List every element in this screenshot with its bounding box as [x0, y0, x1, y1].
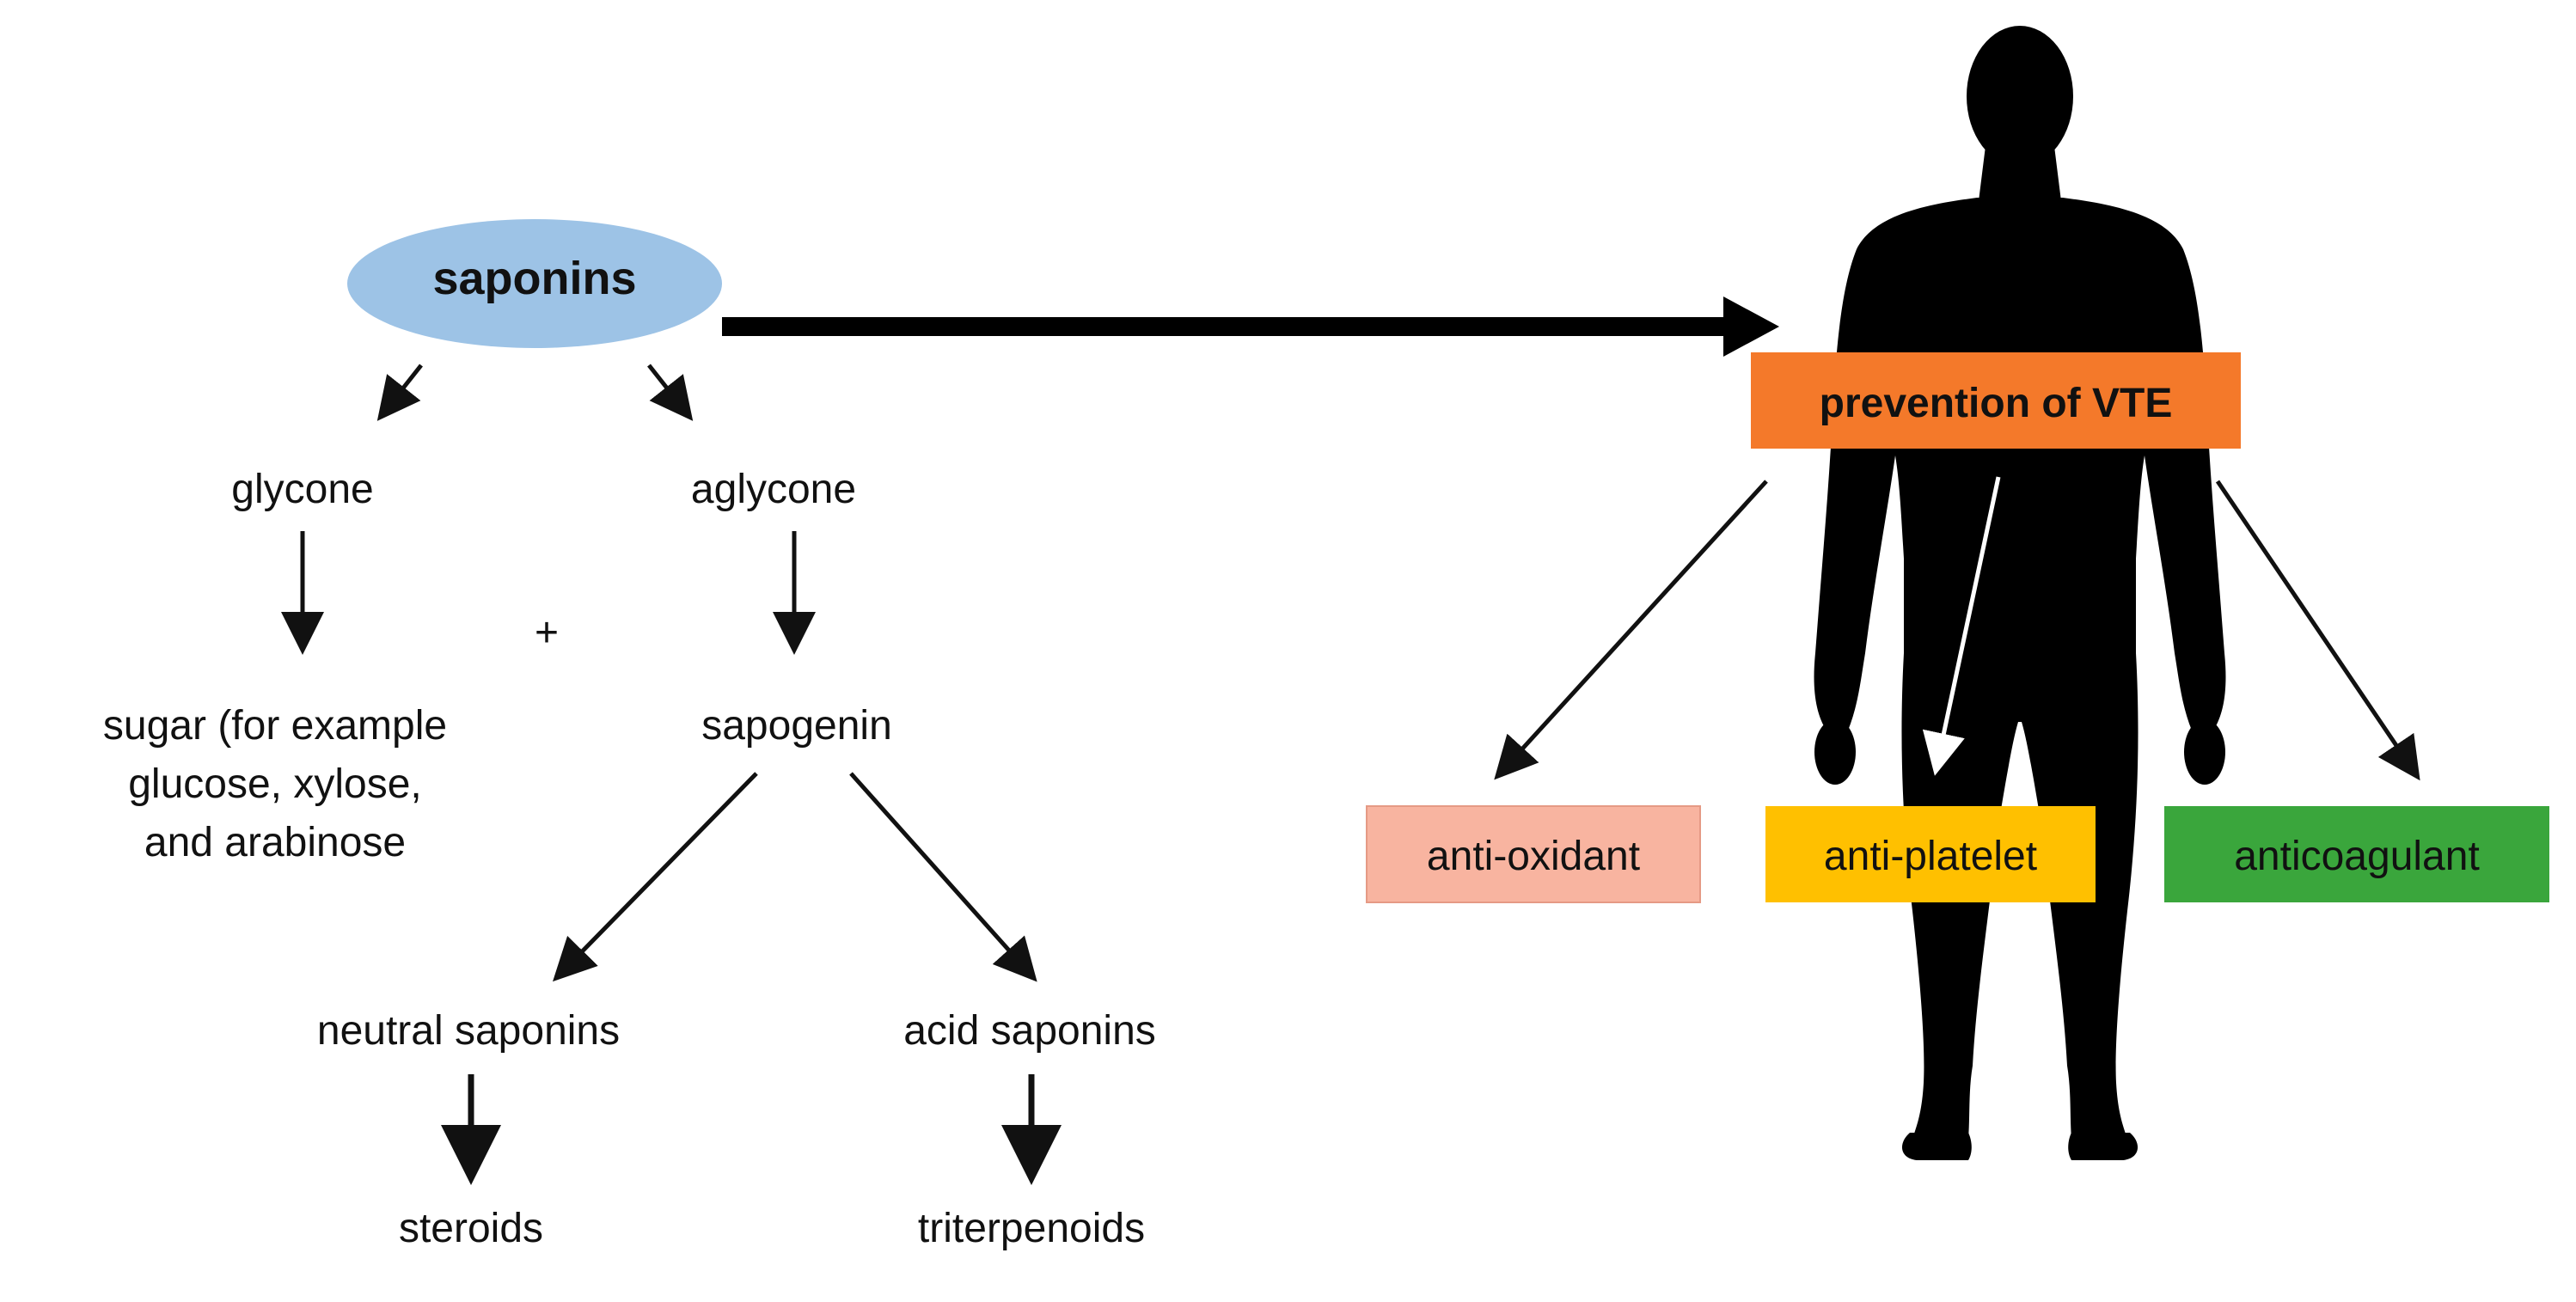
- sugar-line-1: sugar (for example: [103, 703, 447, 749]
- arrow-sapogenin-neutral: [553, 772, 758, 982]
- arrow-saponins-glycone: [376, 364, 423, 421]
- acid-saponins-label: acid saponins: [903, 1008, 1156, 1054]
- prevention-of-vte-box: [1751, 352, 2241, 449]
- anti-oxidant-box: [1366, 805, 1701, 903]
- glycone-label: glycone: [231, 467, 373, 512]
- sapogenin-label: sapogenin: [701, 703, 892, 749]
- anti-platelet-box: [1765, 806, 2096, 902]
- saponins-label: saponins: [432, 253, 636, 304]
- anticoagulant-box: [2164, 806, 2549, 902]
- aglycone-label: aglycone: [691, 467, 856, 512]
- arrow-prevention-antiplatelet: [1922, 476, 2001, 776]
- sugar-line-2: glucose, xylose,: [128, 761, 422, 807]
- steroids-label: steroids: [399, 1206, 543, 1251]
- anti-platelet-label: anti-platelet: [1824, 834, 2037, 879]
- human-silhouette-icon: [1814, 26, 2226, 1160]
- anti-oxidant-label: anti-oxidant: [1427, 834, 1640, 879]
- main-arrow-head: [1723, 296, 1779, 357]
- plus-sign: +: [535, 610, 559, 656]
- arrow-prevention-antioxidant: [1494, 480, 1768, 780]
- saponins-node: [347, 219, 722, 348]
- arrow-prevention-anticoagulant: [2215, 480, 2420, 781]
- neutral-saponins-label: neutral saponins: [317, 1008, 620, 1054]
- prevention-of-vte-label: prevention of VTE: [1820, 381, 2173, 426]
- sugar-line-3: and arabinose: [144, 820, 406, 865]
- arrow-saponins-aglycone: [647, 364, 694, 421]
- anticoagulant-label: anticoagulant: [2234, 834, 2480, 879]
- triterpenoids-label: triterpenoids: [918, 1206, 1145, 1251]
- arrow-sapogenin-acid: [849, 772, 1037, 982]
